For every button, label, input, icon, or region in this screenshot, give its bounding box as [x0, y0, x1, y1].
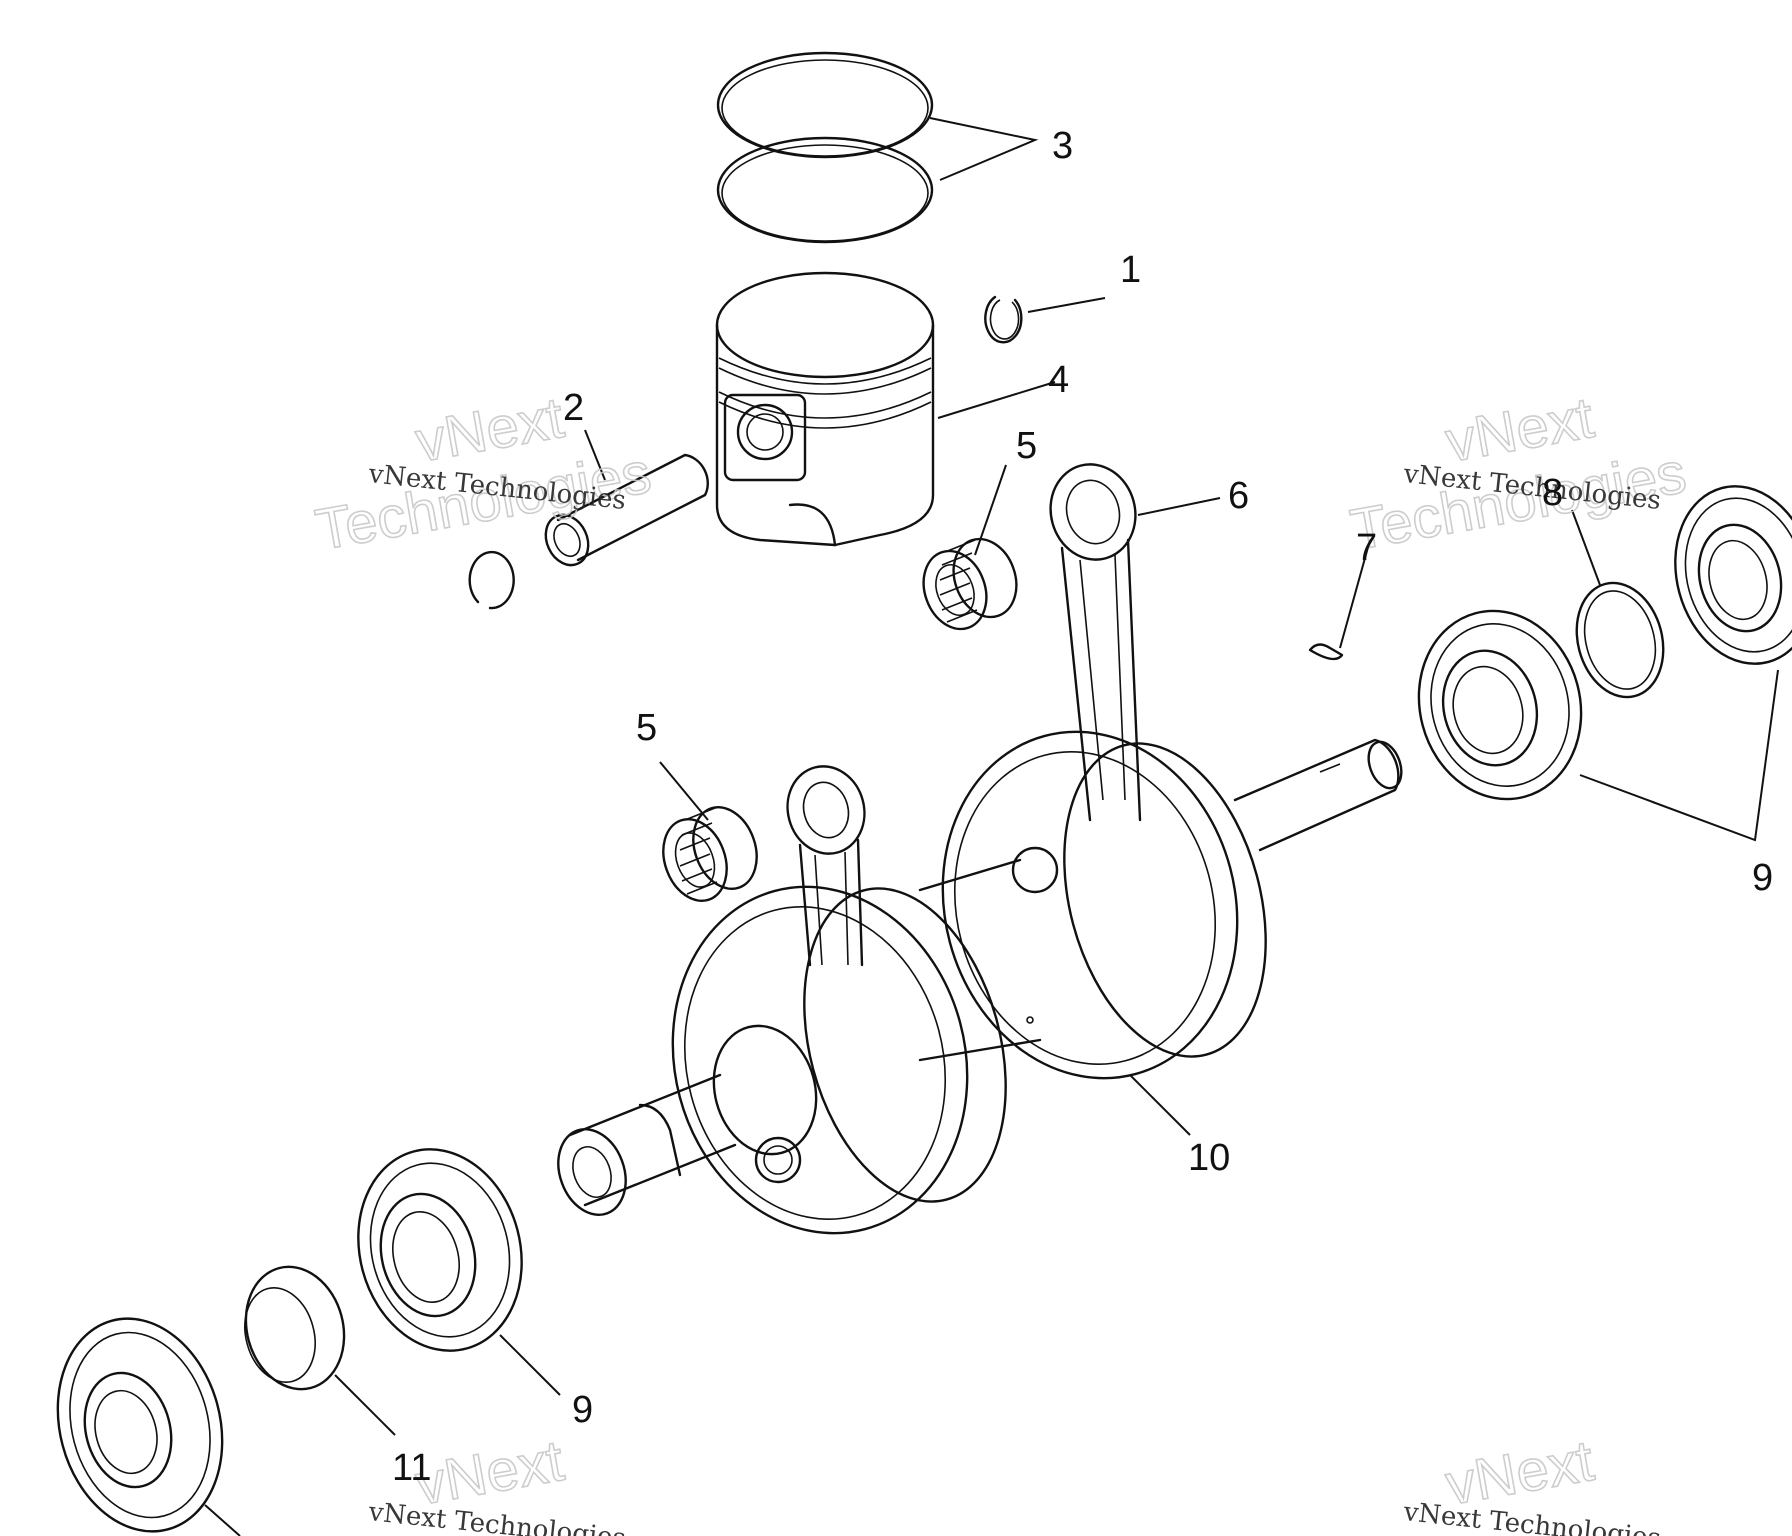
piston-rings-icon	[716, 51, 934, 244]
ball-bearing-icon	[1417, 609, 1583, 801]
callout-11: 11	[392, 1447, 431, 1489]
callout-labels: 1 2 3 4 5 5 6 7 8 9 9 10 11	[392, 125, 1773, 1489]
piston-icon	[715, 271, 935, 547]
callout-7: 7	[1356, 527, 1377, 569]
callout-1: 1	[1120, 249, 1141, 291]
ring-icon	[1575, 581, 1665, 699]
needle-bearing-icon	[922, 537, 1018, 631]
callout-9-left: 9	[572, 1389, 593, 1431]
ball-bearing-icon	[357, 1148, 523, 1352]
seal-icon	[1674, 485, 1792, 665]
callout-6: 6	[1228, 475, 1249, 517]
connecting-rod-lower-icon	[786, 765, 866, 967]
callout-9-right: 9	[1752, 857, 1773, 899]
needle-bearing-icon	[662, 806, 758, 902]
callout-2: 2	[563, 387, 584, 429]
piston-pin-icon	[468, 453, 709, 610]
callout-3: 3	[1052, 125, 1073, 167]
callout-10: 10	[1188, 1137, 1230, 1179]
crankshaft-icon	[557, 730, 1403, 1235]
callout-5-lower: 5	[636, 707, 657, 749]
spacer-ring-icon	[244, 1265, 346, 1391]
callout-4: 4	[1048, 359, 1069, 401]
woodruff-key-icon	[1308, 643, 1344, 661]
leader-lines	[204, 117, 1779, 1536]
callout-5-upper: 5	[1016, 425, 1037, 467]
watermark: vNext Technologies vNext Technologies vN…	[310, 384, 1691, 1536]
circlip-icon	[984, 295, 1023, 344]
seal-icon	[56, 1317, 224, 1533]
callout-8: 8	[1542, 472, 1563, 514]
